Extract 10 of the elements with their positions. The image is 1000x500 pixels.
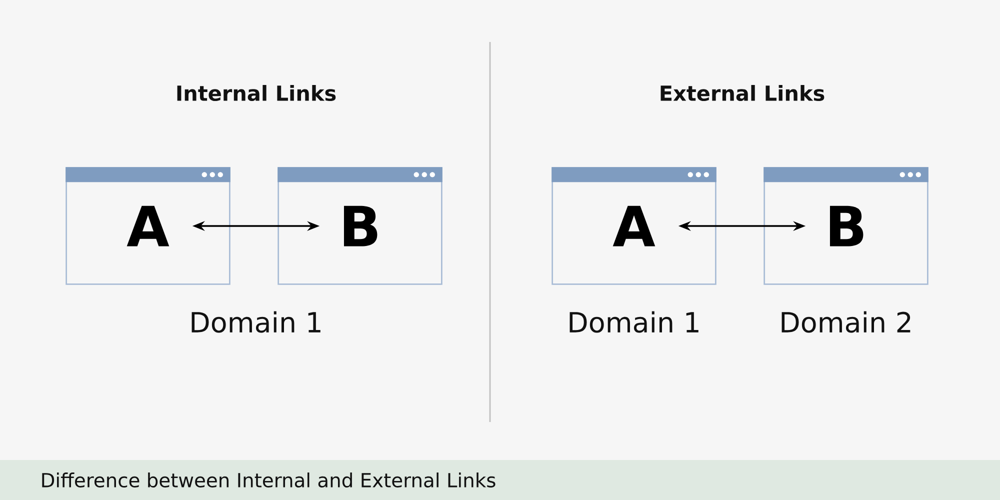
browser-window: A (552, 167, 716, 285)
domain-label: Domain 1 (192, 311, 320, 333)
section-title: External Links (660, 84, 824, 102)
domain-label: Domain 1 (570, 311, 698, 333)
section-title: Internal Links (177, 84, 336, 102)
browser-window: B (764, 167, 928, 285)
domain-label: Domain 2 (782, 311, 910, 333)
browser-window: A (66, 167, 230, 285)
caption: Difference between Internal and External Links (42, 472, 496, 488)
browser-window: B (278, 167, 442, 285)
